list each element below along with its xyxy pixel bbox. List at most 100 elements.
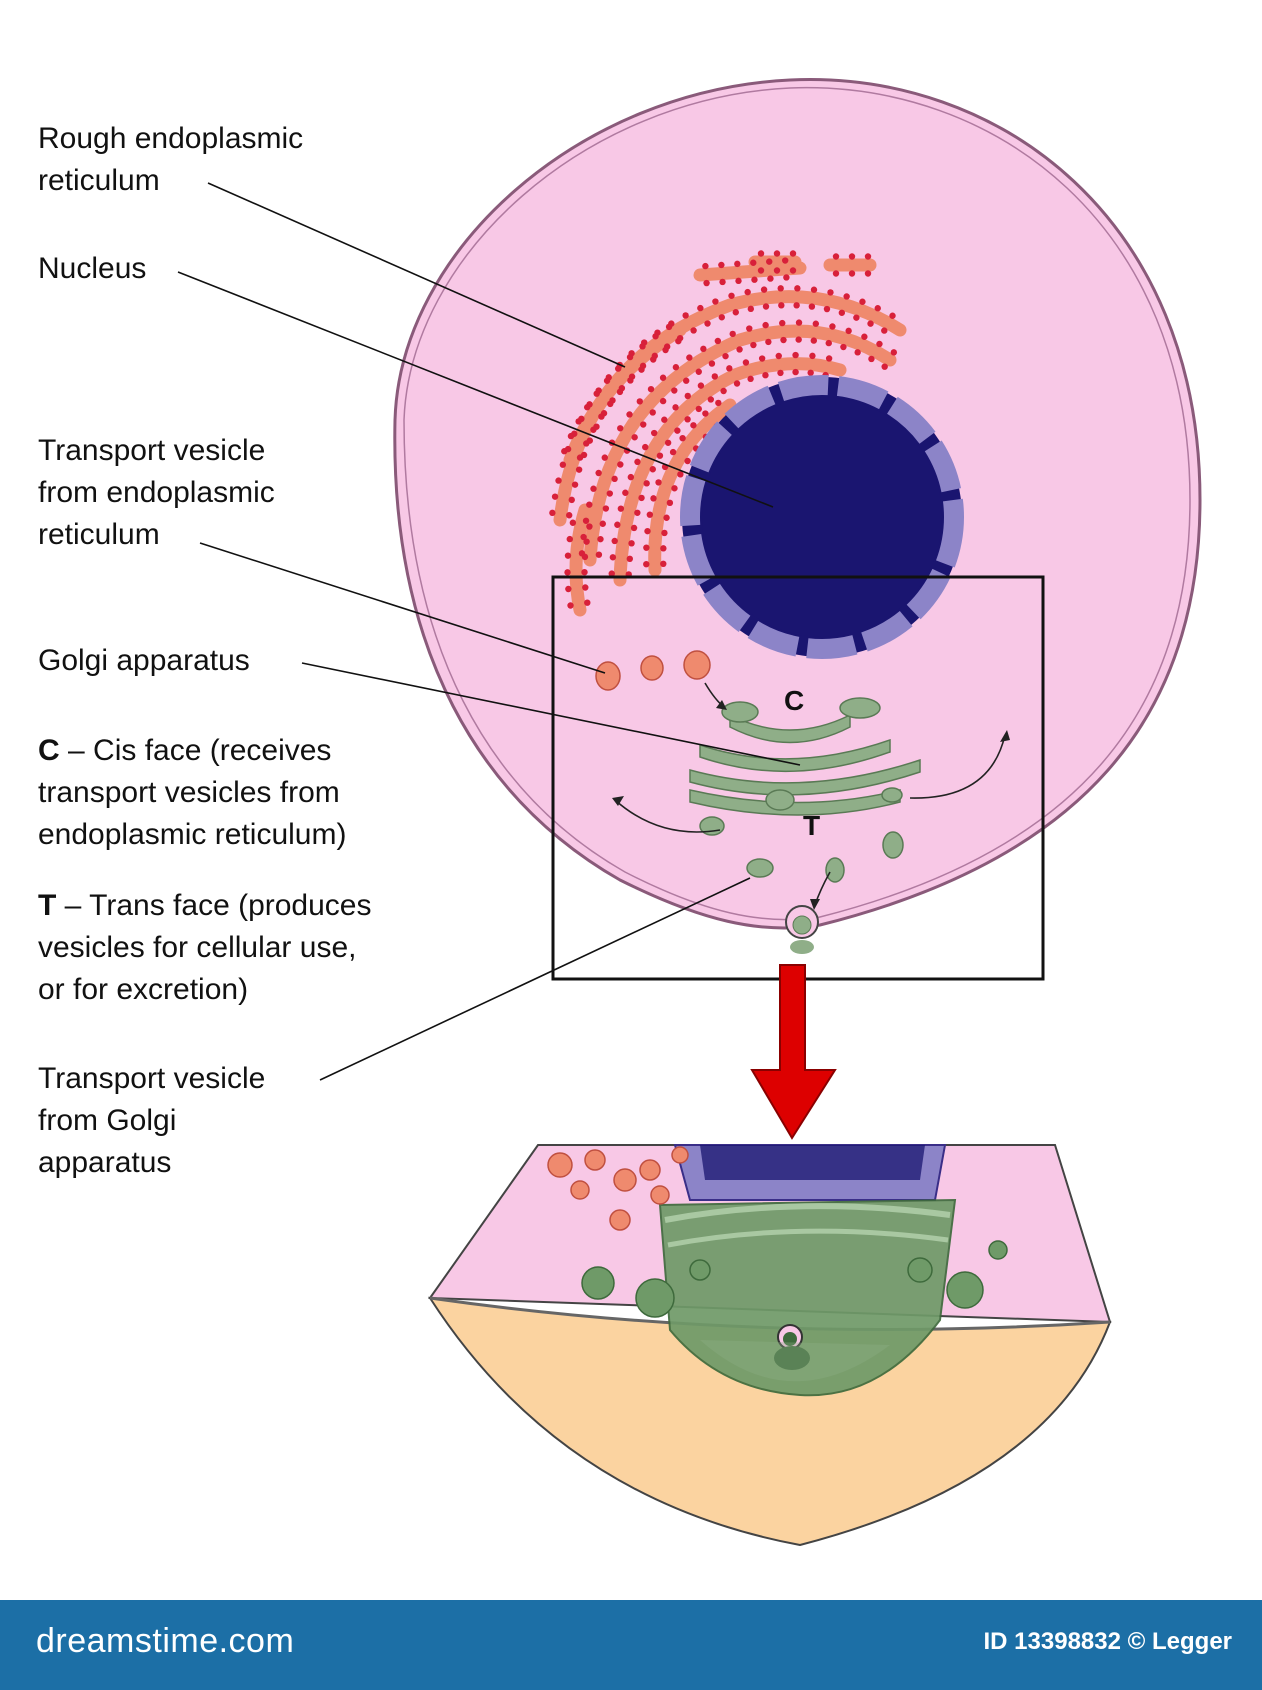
- ribosome: [662, 346, 669, 354]
- ribosome: [735, 277, 742, 285]
- ribosome: [750, 259, 757, 266]
- ribosome: [780, 336, 787, 344]
- cis-letter: C: [38, 734, 60, 767]
- ribosome: [583, 404, 591, 411]
- golgi-vesicle: [882, 831, 904, 859]
- ribosome: [889, 312, 896, 319]
- ribosome: [861, 333, 868, 340]
- ribosome: [659, 397, 667, 405]
- ribosome: [571, 481, 579, 488]
- ribosome: [750, 341, 757, 349]
- footer-bar: dreamstime.com ID 13398832 © Legger: [0, 1600, 1262, 1690]
- ribosome: [672, 404, 679, 411]
- ribosome: [690, 422, 697, 429]
- ribosome: [751, 276, 758, 283]
- ribosome: [868, 355, 875, 363]
- ribosome: [586, 523, 593, 530]
- ribosome: [838, 309, 846, 316]
- ribosome: [640, 421, 647, 428]
- ribosome: [714, 337, 722, 345]
- ribosome: [864, 270, 872, 277]
- ribosome: [663, 514, 670, 521]
- ribosome: [715, 399, 722, 407]
- ribosome: [684, 416, 691, 423]
- ribosome: [867, 320, 874, 327]
- ribosome: [746, 325, 753, 332]
- label-line: apparatus: [38, 1146, 172, 1179]
- ribosome: [652, 333, 659, 340]
- ribosome: [575, 466, 583, 473]
- ribosome: [781, 257, 789, 264]
- leader-line-nucleus: [177, 271, 774, 508]
- ribosome: [765, 338, 772, 346]
- ribosome: [809, 352, 816, 360]
- ribosome: [686, 354, 693, 361]
- ribosome: [718, 261, 725, 269]
- leader-line-golgi-vesicle: [319, 877, 751, 1081]
- ribosome: [848, 270, 856, 277]
- ribosome: [555, 477, 562, 484]
- ribosome: [672, 364, 680, 371]
- ribosome: [823, 305, 831, 313]
- ribosome: [575, 418, 582, 425]
- enlarged-er-vesicles: [547, 1146, 689, 1231]
- ribosome: [660, 560, 667, 568]
- label-golgi: Golgi apparatus: [38, 640, 250, 682]
- ribosome: [595, 551, 603, 558]
- ribosome: [664, 439, 672, 446]
- ribosome: [614, 365, 622, 372]
- ribosome: [810, 337, 818, 344]
- ribosome: [617, 425, 624, 432]
- label-line: Transport vesicle: [38, 1062, 266, 1095]
- ribosome: [669, 448, 677, 456]
- ribosome: [626, 555, 634, 563]
- ribosome: [622, 489, 629, 496]
- ribosome: [567, 602, 574, 609]
- ribosome: [566, 535, 573, 543]
- ribosome: [627, 377, 634, 384]
- ribosome: [643, 560, 650, 568]
- ribosome: [595, 469, 602, 477]
- ribosome: [561, 448, 568, 455]
- ribosome: [661, 416, 668, 423]
- ribosome: [881, 327, 888, 334]
- ribosome: [775, 352, 782, 360]
- ribosome: [732, 309, 739, 316]
- ribosome: [674, 427, 681, 434]
- ribosome: [874, 305, 881, 312]
- movement-arrowheads: [612, 700, 1010, 910]
- ribosome: [598, 413, 605, 420]
- golgi-cisterna: [729, 713, 851, 744]
- ribosome: [599, 520, 606, 527]
- golgi-vesicle: [881, 787, 903, 803]
- ribosomes: [549, 250, 898, 609]
- ribosome: [859, 298, 866, 305]
- enlarged-golgi-cap: [667, 1228, 949, 1248]
- ribosome: [711, 373, 719, 380]
- ribosome: [643, 480, 650, 487]
- enlarged-golgi: [658, 1198, 957, 1397]
- label-line: transport vesicles from: [38, 776, 340, 809]
- ribosome: [644, 527, 651, 535]
- ribosome: [795, 336, 802, 343]
- leader-line-er-vesicle: [199, 542, 606, 674]
- ribosome: [792, 351, 799, 359]
- ribosome: [582, 584, 589, 591]
- ribosome: [636, 398, 644, 405]
- ribosome: [767, 275, 774, 282]
- ribosome: [757, 250, 765, 257]
- ribosome: [564, 552, 572, 559]
- ribosome: [695, 405, 702, 413]
- ribosome: [650, 429, 658, 437]
- ribosome: [766, 258, 773, 265]
- ribosome: [795, 319, 803, 326]
- ribosome: [733, 380, 741, 387]
- ribosome: [825, 339, 832, 347]
- er-vesicle: [683, 650, 711, 680]
- ribosome: [675, 337, 682, 345]
- ribosome: [695, 368, 702, 375]
- ribosome: [581, 568, 588, 576]
- enlarged-golgi-cap: [664, 1203, 951, 1223]
- ribosome: [747, 375, 754, 383]
